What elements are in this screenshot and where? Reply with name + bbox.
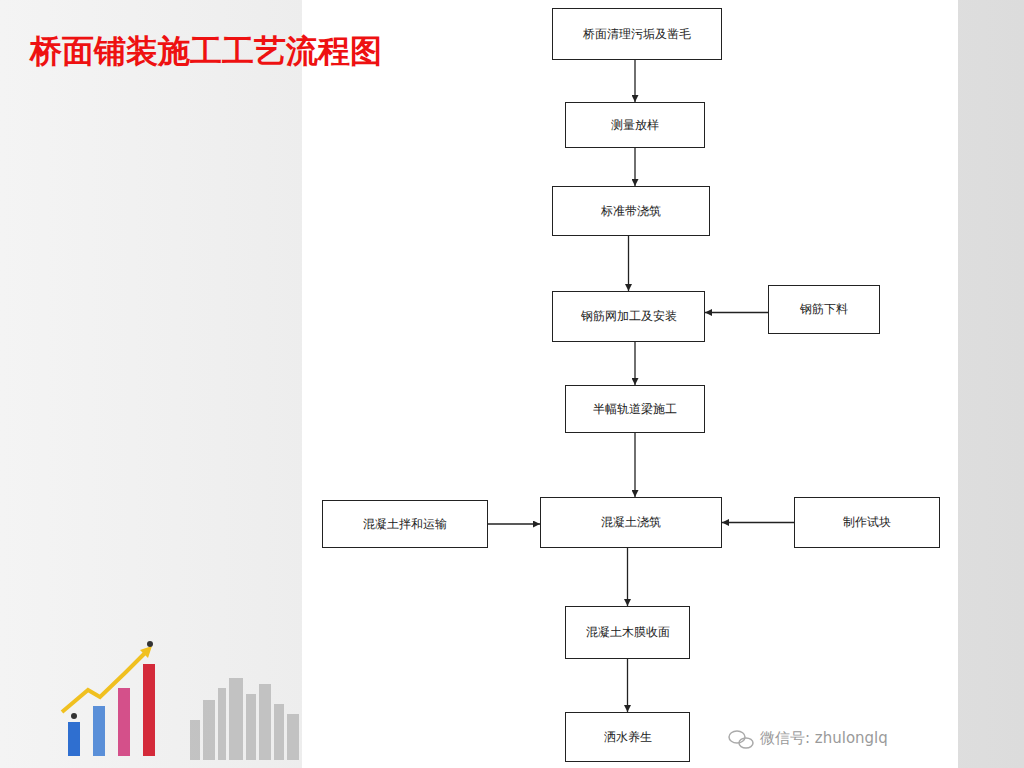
flow-arrow bbox=[488, 523, 540, 524]
process-box: 洒水养生 bbox=[565, 712, 690, 762]
process-box: 标准带浇筑 bbox=[552, 186, 710, 236]
flow-arrow bbox=[628, 236, 629, 291]
buildings-silhouette bbox=[190, 678, 299, 760]
wechat-icon bbox=[729, 731, 753, 748]
bar-chart-icon bbox=[62, 641, 155, 756]
flow-arrow bbox=[634, 148, 635, 186]
step-text: 桥面清理污垢及凿毛 bbox=[583, 27, 691, 41]
step-text: 混凝土浇筑 bbox=[601, 515, 661, 529]
step-text: 钢筋下料 bbox=[800, 302, 848, 316]
step-text: 制作试块 bbox=[843, 515, 891, 529]
process-box: 桥面清理污垢及凿毛 bbox=[552, 8, 722, 60]
flow-arrow bbox=[634, 60, 635, 102]
step-text: 混凝土拌和运输 bbox=[363, 517, 447, 531]
process-box: 半幅轨道梁施工 bbox=[565, 385, 705, 433]
watermark: 微信号: zhulonglq bbox=[760, 729, 888, 748]
process-box: 钢筋网加工及安装 bbox=[552, 291, 705, 342]
flow-arrow bbox=[627, 548, 628, 606]
flow-arrow bbox=[634, 342, 635, 385]
white-panel bbox=[302, 0, 958, 768]
step-text: 洒水养生 bbox=[604, 730, 652, 744]
flow-arrow bbox=[627, 659, 628, 712]
step-text: 钢筋网加工及安装 bbox=[581, 309, 677, 323]
flow-arrow bbox=[705, 312, 768, 313]
process-box: 混凝土木膜收面 bbox=[565, 606, 690, 659]
process-box: 测量放样 bbox=[565, 102, 705, 148]
step-text: 半幅轨道梁施工 bbox=[593, 402, 677, 416]
slide-title: 桥面铺装施工工艺流程图 bbox=[30, 30, 382, 74]
flow-arrow bbox=[634, 433, 635, 497]
process-box: 钢筋下料 bbox=[768, 285, 880, 334]
process-box: 混凝土浇筑 bbox=[540, 497, 722, 548]
flow-arrow bbox=[722, 522, 794, 523]
step-text: 标准带浇筑 bbox=[601, 204, 661, 218]
process-box: 混凝土拌和运输 bbox=[322, 500, 488, 548]
step-text: 测量放样 bbox=[611, 118, 659, 132]
process-box: 制作试块 bbox=[794, 497, 940, 548]
step-text: 混凝土木膜收面 bbox=[586, 625, 670, 639]
